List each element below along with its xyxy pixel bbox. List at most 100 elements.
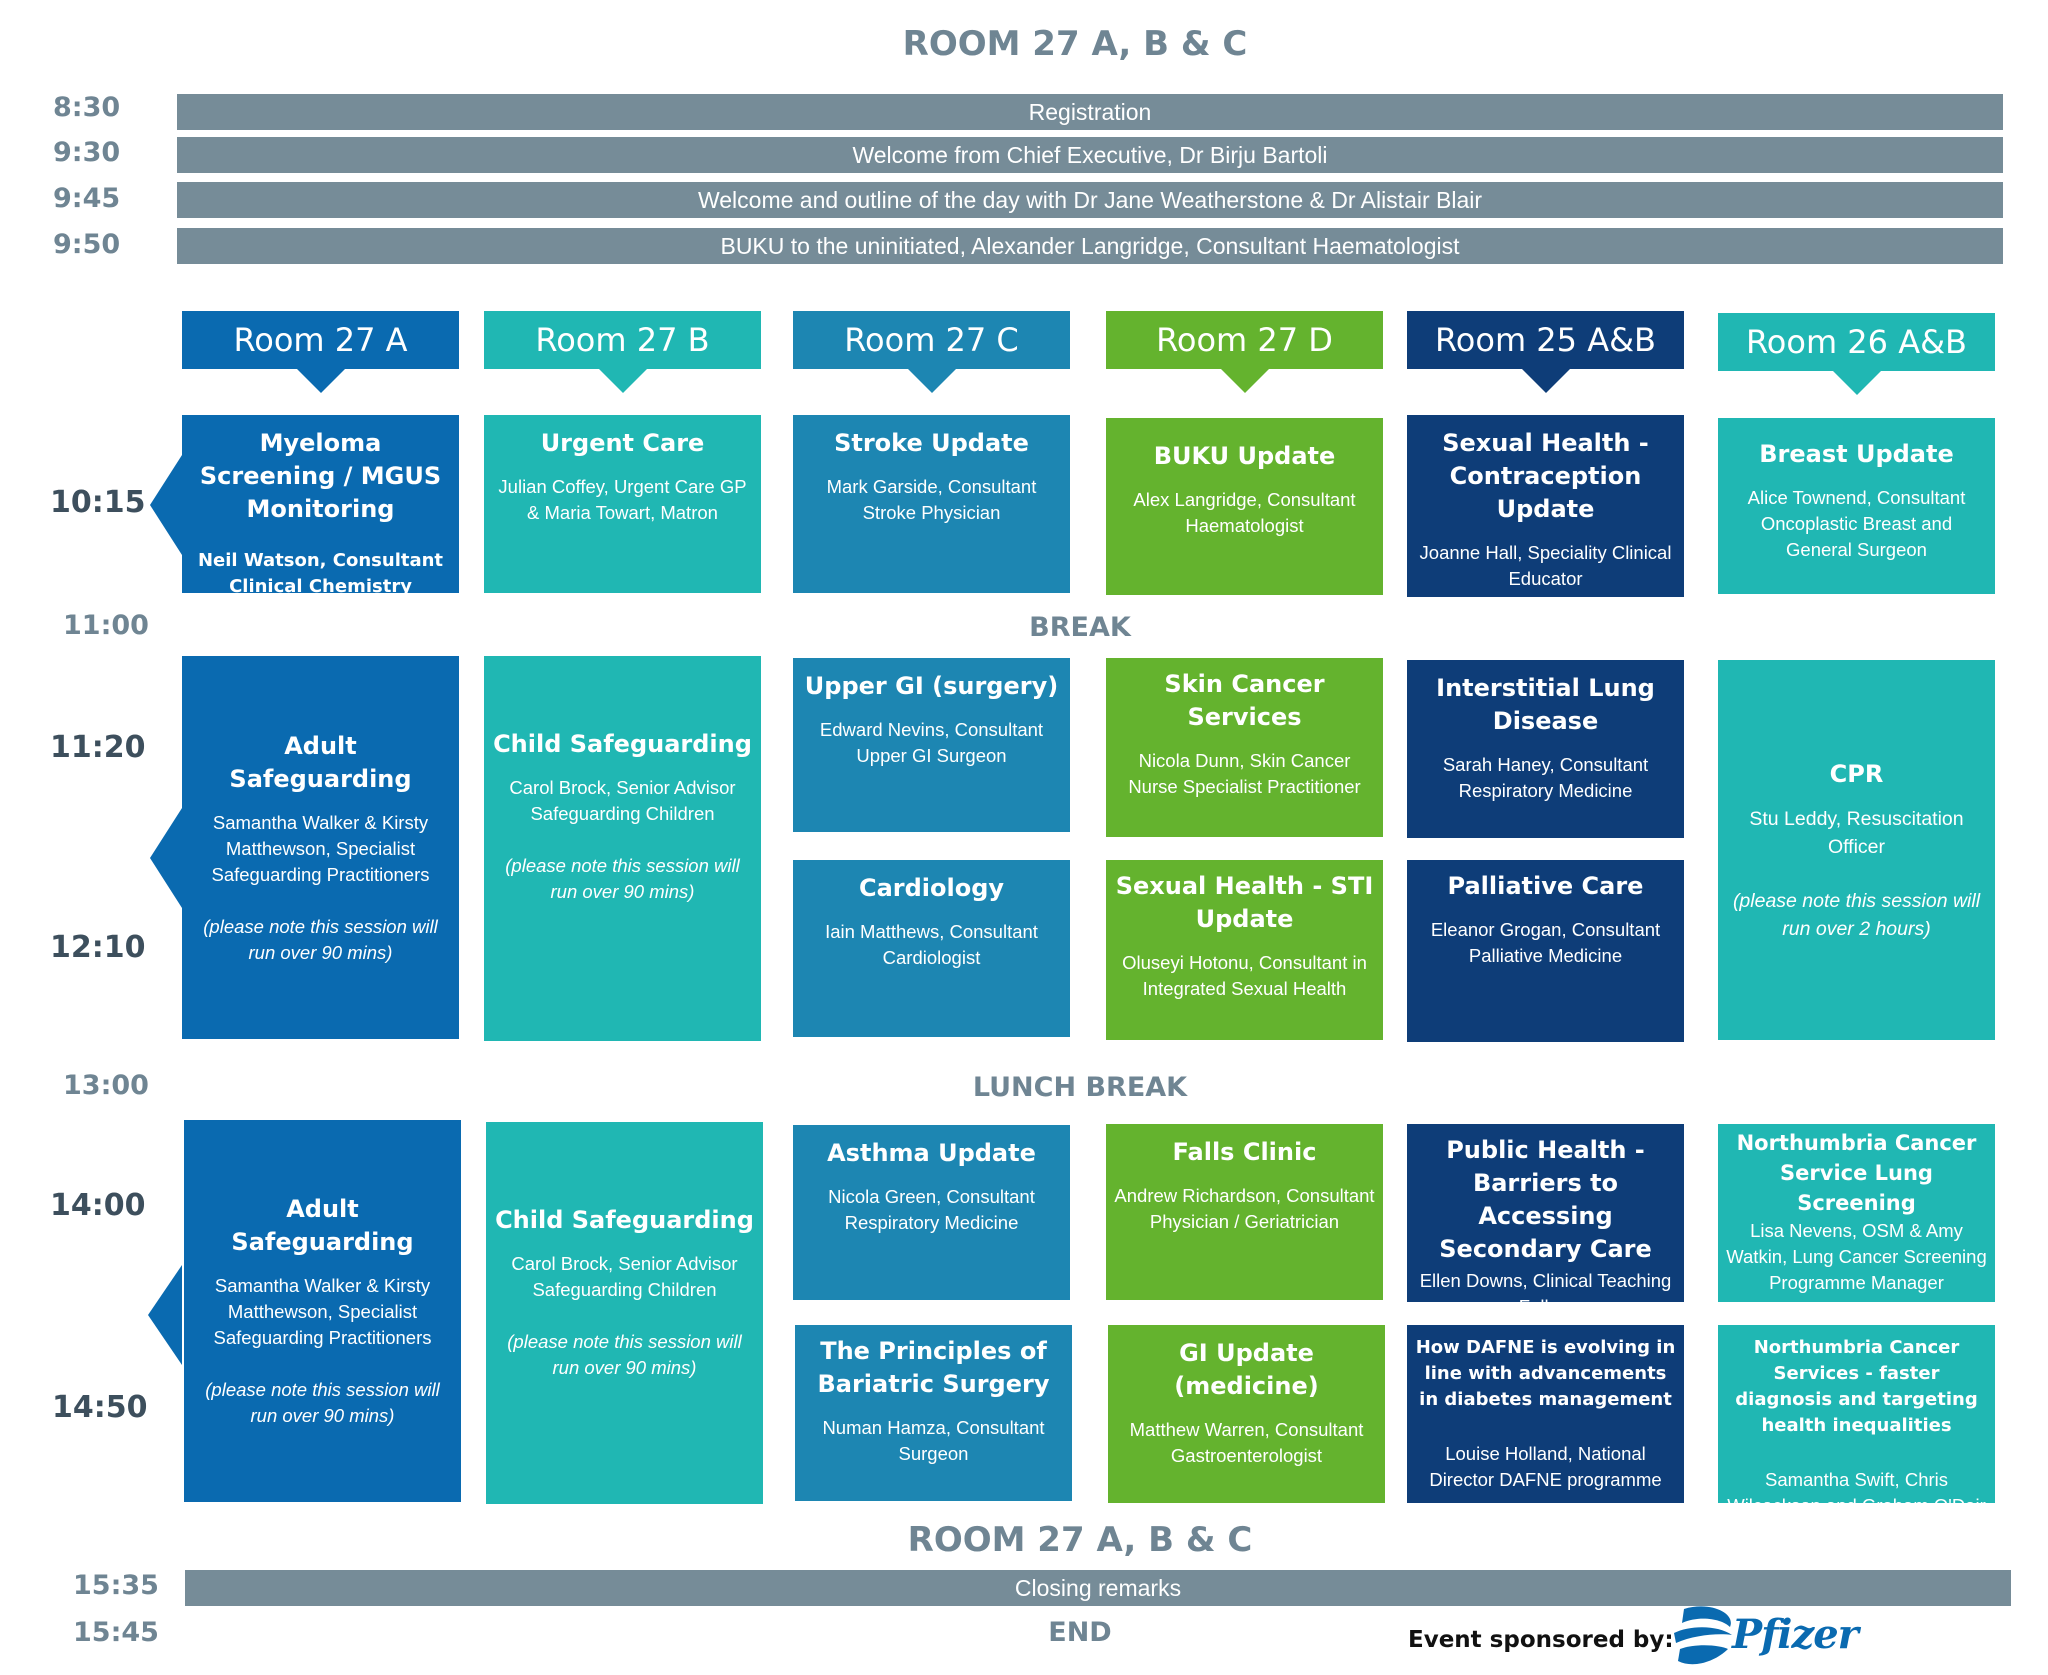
session-speaker: Numan Hamza, Consultant Surgeon (822, 1417, 1045, 1464)
time-0930: 9:30 (53, 137, 121, 168)
break-label: BREAK (1029, 612, 1131, 643)
time-0950: 9:50 (53, 229, 121, 260)
session1-arrow (150, 455, 182, 555)
session-speaker: Samantha Walker & Kirsty Matthewson, Spe… (213, 1275, 432, 1348)
session-title: The Principles of Bariatric Surgery (817, 1337, 1050, 1398)
session3-room27c-top: Asthma Update Nicola Green, Consultant R… (793, 1125, 1070, 1300)
session2-room27b: Child Safeguarding Carol Brock, Senior A… (484, 656, 761, 1041)
session1-room27c: Stroke Update Mark Garside, Consultant S… (793, 415, 1070, 593)
room-header-27c: Room 27 C (793, 311, 1070, 393)
session3-room27a: Adult Safeguarding Samantha Walker & Kir… (184, 1120, 461, 1502)
session-title: How DAFNE is evolving in line with advan… (1415, 1337, 1676, 1410)
session2-room27d-bottom: Sexual Health - STI Update Oluseyi Hoton… (1106, 860, 1383, 1040)
session-speaker: Nicola Dunn, Skin Cancer Nurse Specialis… (1128, 750, 1361, 797)
session2-room27d-top: Skin Cancer Services Nicola Dunn, Skin C… (1106, 658, 1383, 837)
header-bottom: ROOM 27 A, B & C (907, 1520, 1253, 1560)
session-speaker: Alex Langridge, Consultant Haematologist (1133, 489, 1356, 536)
session-title: Upper GI (surgery) (804, 672, 1059, 700)
session-speaker: Lisa Nevens, OSM & Amy Watkin, Lung Canc… (1726, 1220, 1987, 1293)
session1-room27d: BUKU Update Alex Langridge, Consultant H… (1106, 418, 1383, 595)
session-title: Cardiology (858, 874, 1005, 902)
lunch-break-label: LUNCH BREAK (972, 1072, 1188, 1103)
session-speaker: Eleanor Grogan, Consultant Palliative Me… (1430, 919, 1661, 966)
session-note: (please note this session will run over … (203, 915, 438, 963)
session-title: Child Safeguarding (493, 730, 752, 758)
time-1450: 14:50 (52, 1390, 148, 1425)
session-speaker: Nicola Green, Consultant Respiratory Med… (828, 1186, 1035, 1233)
session-speaker: Sarah Haney, Consultant Respiratory Medi… (1442, 754, 1649, 801)
time-0945: 9:45 (53, 183, 121, 214)
sponsor-label: Event sponsored by: (1408, 1627, 1674, 1653)
session-title: Skin Cancer Services (1164, 670, 1325, 731)
session3-room26ab-bottom: Northumbria Cancer Services - faster dia… (1718, 1325, 1995, 1516)
session-speaker: Iain Matthews, Consultant Cardiologist (825, 921, 1038, 968)
time-0830: 8:30 (53, 92, 121, 123)
time-1120: 11:20 (50, 730, 146, 765)
session-title: Asthma Update (827, 1139, 1036, 1167)
plenary-bar-buku: BUKU to the uninitiated, Alexander Langr… (177, 228, 2003, 264)
plenary-bar-registration: Registration (177, 94, 2003, 130)
pfizer-logo: Pfizer (1670, 1603, 1859, 1671)
session-note: (please note this session will run over … (505, 855, 740, 902)
room-header-27b: Room 27 B (484, 311, 761, 393)
session-title: GI Update (medicine) (1174, 1339, 1319, 1400)
session2-room27a: Adult Safeguarding Samantha Walker & Kir… (182, 656, 459, 1039)
session1-room27a: Myeloma Screening / MGUS Monitoring Neil… (182, 415, 459, 597)
session-speaker: Julian Coffey, Urgent Care GP & Maria To… (498, 476, 747, 523)
session-title: BUKU Update (1153, 442, 1336, 470)
session-speaker: Edward Nevins, Consultant Upper GI Surge… (819, 719, 1044, 766)
session-speaker: Samantha Walker & Kirsty Matthewson, Spe… (211, 811, 430, 885)
session-title: Stroke Update (834, 429, 1029, 457)
session2-room25ab-top: Interstitial Lung Disease Sarah Haney, C… (1407, 660, 1684, 838)
time-1545: 15:45 (73, 1617, 159, 1648)
session3-room26ab-top: Northumbria Cancer Service Lung Screenin… (1718, 1124, 1995, 1302)
time-1535: 15:35 (73, 1570, 159, 1601)
plenary-bar-welcome-outline: Welcome and outline of the day with Dr J… (177, 182, 2003, 218)
session-title: Breast Update (1759, 440, 1954, 468)
session3-room27c-bottom: The Principles of Bariatric Surgery Numa… (795, 1325, 1072, 1501)
session-speaker: Matthew Warren, Consultant Gastroenterol… (1129, 1419, 1364, 1466)
pfizer-swirl-icon (1674, 1606, 1732, 1665)
session-title: Falls Clinic (1172, 1138, 1317, 1166)
session3-room27b: Child Safeguarding Carol Brock, Senior A… (486, 1122, 763, 1504)
time-1400: 14:00 (50, 1188, 146, 1223)
session-title: Interstitial Lung Disease (1436, 674, 1655, 735)
end-label: END (1048, 1617, 1112, 1648)
session-title: Palliative Care (1447, 872, 1644, 900)
session3-room27d-top: Falls Clinic Andrew Richardson, Consulta… (1106, 1124, 1383, 1300)
session3-room25ab-top: Public Health - Barriers to Accessing Se… (1407, 1124, 1684, 1317)
session-speaker: Oluseyi Hotonu, Consultant in Integrated… (1122, 952, 1367, 999)
header-top: ROOM 27 A, B & C (902, 24, 1248, 64)
session2-room26ab: CPR Stu Leddy, Resuscitation Officer (pl… (1718, 660, 1995, 1040)
session-title: Northumbria Cancer Services - faster dia… (1735, 1337, 1978, 1436)
session-speaker: Joanne Hall, Speciality Clinical Educato… (1419, 542, 1672, 589)
session-speaker: Mark Garside, Consultant Stroke Physicia… (826, 476, 1037, 523)
session-speaker: Carol Brock, Senior Advisor Safeguarding… (511, 1253, 738, 1300)
session-speaker: Alice Townend, Consultant Oncoplastic Br… (1747, 487, 1966, 560)
time-1210: 12:10 (50, 930, 146, 965)
session-speaker: Ellen Downs, Clinical Teaching Fellow (1419, 1270, 1672, 1317)
session1-room25ab: Sexual Health - Contraception Update Joa… (1407, 415, 1684, 597)
session2-room25ab-bottom: Palliative Care Eleanor Grogan, Consulta… (1407, 860, 1684, 1042)
session-title: Adult Safeguarding (229, 731, 412, 793)
room-header-26ab: Room 26 A&B (1718, 313, 1995, 395)
session-speaker: Samantha Swift, Chris Wilcockson and Gra… (1727, 1469, 1986, 1516)
session-title: Child Safeguarding (495, 1206, 754, 1234)
session2-room27c-bottom: Cardiology Iain Matthews, Consultant Car… (793, 860, 1070, 1037)
room-header-27d: Room 27 D (1106, 311, 1383, 393)
session-speaker: Stu Leddy, Resuscitation Officer (1749, 807, 1964, 858)
session-title: Urgent Care (540, 429, 705, 457)
session-speaker: Carol Brock, Senior Advisor Safeguarding… (509, 777, 736, 824)
session3-room27d-bottom: GI Update (medicine) Matthew Warren, Con… (1108, 1325, 1385, 1503)
session-note: (please note this session will run over … (205, 1379, 440, 1426)
session-title: Northumbria Cancer Service Lung Screenin… (1736, 1131, 1977, 1215)
session-title: CPR (1829, 759, 1884, 788)
plenary-bar-welcome-ceo: Welcome from Chief Executive, Dr Birju B… (177, 137, 2003, 173)
time-1300: 13:00 (63, 1070, 149, 1101)
time-1015: 10:15 (50, 485, 146, 520)
room-header-27a: Room 27 A (182, 311, 459, 393)
session2-arrow (150, 808, 182, 908)
session3-arrow (148, 1265, 182, 1365)
session-speaker: Neil Watson, Consultant Clinical Chemist… (197, 550, 444, 597)
session-title: Myeloma Screening / MGUS Monitoring (199, 429, 442, 523)
